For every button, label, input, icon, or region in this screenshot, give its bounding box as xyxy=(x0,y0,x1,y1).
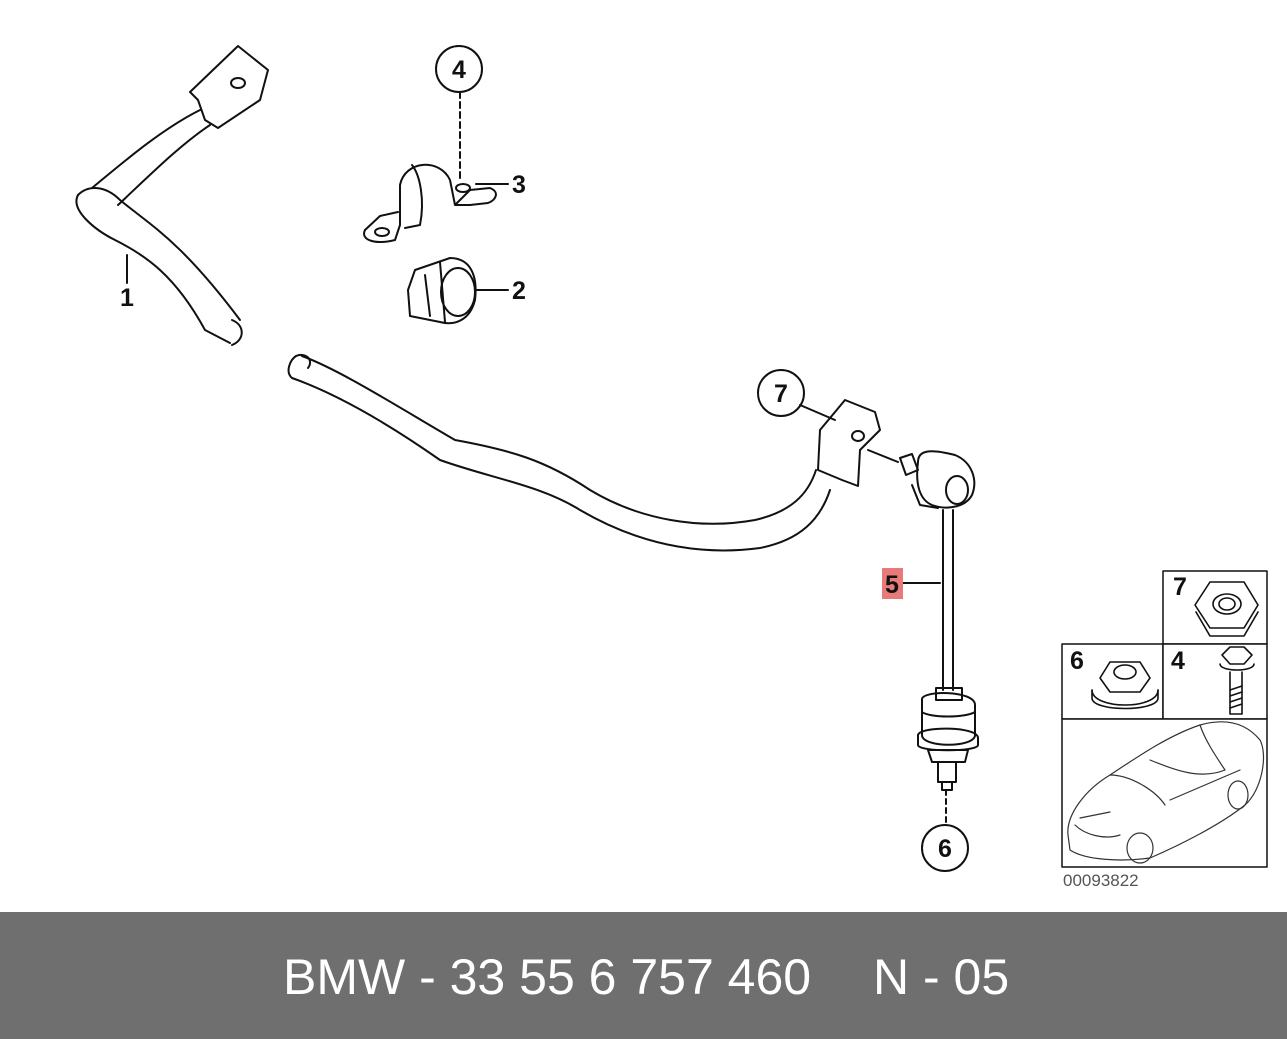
callout-2-label: 2 xyxy=(512,277,526,305)
callout-4-label: 4 xyxy=(452,56,466,84)
selected-part-highlight xyxy=(882,568,903,599)
inset-panel xyxy=(1061,570,1268,868)
callout-7-label: 7 xyxy=(774,380,788,408)
callout-6-label: 6 xyxy=(938,835,952,863)
inset-label-4: 4 xyxy=(1171,647,1185,675)
hex-bolt-icon xyxy=(1219,646,1255,715)
car-outline-icon xyxy=(1067,721,1265,864)
exploded-parts-diagram: 4 3 2 1 7 5 6 7 6 4 xyxy=(75,45,1268,872)
part-number-label: BMW - 33 55 6 757 460 xyxy=(283,949,812,1005)
footer-bar: BMW - 33 55 6 757 460 N - 05 xyxy=(0,912,1287,1039)
stabilizer-bar-main xyxy=(287,354,881,552)
inset-label-7: 7 xyxy=(1173,573,1187,601)
mounting-bracket xyxy=(363,163,497,243)
hex-nut-icon xyxy=(1194,581,1259,637)
variant-label: N - 05 xyxy=(873,949,1010,1005)
callout-3-label: 3 xyxy=(512,171,526,199)
callout-5-label: 5 xyxy=(885,571,899,599)
callouts xyxy=(126,45,969,872)
stabilizer-bar-upper xyxy=(75,45,269,346)
collar-nut-icon xyxy=(1091,661,1159,710)
rubber-mounting xyxy=(407,257,477,325)
swing-support-link xyxy=(867,449,979,791)
callout-1-label: 1 xyxy=(120,284,134,312)
inset-label-6: 6 xyxy=(1070,647,1084,675)
drawing-number: 00093822 xyxy=(1063,871,1139,890)
